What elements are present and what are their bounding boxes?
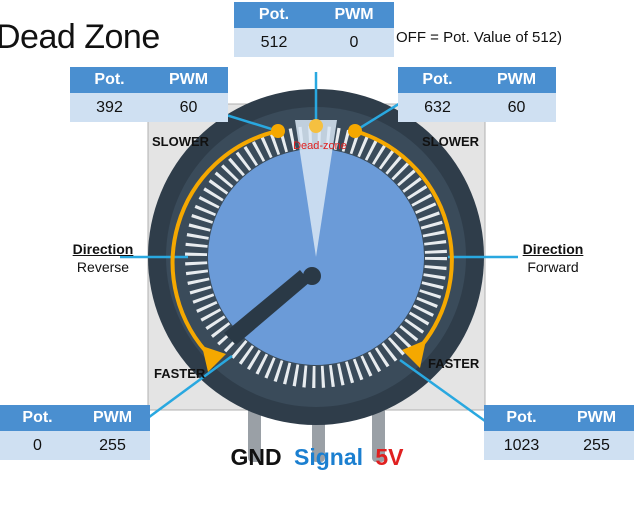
table-bottom-right: Pot. PWM 1023 255	[484, 405, 634, 460]
pin-label-gnd: GND	[230, 444, 282, 470]
cell-pwm: 255	[75, 431, 150, 460]
page-title: Dead Zone	[0, 18, 160, 56]
pin-gnd	[248, 400, 261, 462]
arrow-faster-left	[202, 346, 226, 372]
table-bottom-left: Pot. PWM 0 255	[0, 405, 150, 460]
col-pot: Pot.	[70, 67, 149, 93]
knurl-ticks	[185, 126, 447, 388]
label-slower-left: SLOWER	[152, 134, 210, 149]
label-faster-right: FASTER	[428, 356, 480, 371]
marker-512	[309, 119, 323, 133]
marker-392	[271, 124, 285, 138]
rotation-arcs	[170, 129, 454, 360]
pin-5v	[372, 400, 385, 462]
off-note: OFF = Pot. Value of 512)	[396, 29, 563, 46]
col-pot: Pot.	[398, 67, 477, 93]
marker-632	[348, 124, 362, 138]
col-pwm: PWM	[477, 67, 556, 93]
cell-pwm: 60	[477, 93, 556, 122]
col-pot: Pot.	[234, 2, 314, 28]
col-pwm: PWM	[559, 405, 634, 431]
cell-pot: 1023	[484, 431, 559, 460]
direction-heading: Direction	[72, 241, 134, 257]
col-pwm: PWM	[149, 67, 228, 93]
cell-pot: 0	[0, 431, 75, 460]
direction-value: Forward	[527, 259, 579, 275]
table-top-left: Pot. PWM 392 60	[70, 67, 228, 122]
col-pot: Pot.	[484, 405, 559, 431]
direction-reverse: Direction Reverse	[58, 240, 148, 276]
arrow-faster-right	[402, 340, 426, 368]
cell-pot: 392	[70, 93, 149, 122]
cell-pot: 632	[398, 93, 477, 122]
pin-label-signal: Signal	[293, 444, 363, 470]
table-top-right: Pot. PWM 632 60	[398, 67, 556, 122]
label-slower-right: SLOWER	[422, 134, 480, 149]
cell-pot: 512	[234, 28, 314, 57]
pin-label-5v: 5V	[375, 444, 404, 470]
col-pot: Pot.	[0, 405, 75, 431]
col-pwm: PWM	[75, 405, 150, 431]
direction-heading: Direction	[522, 241, 584, 257]
label-dead-zone: Dead-zone	[293, 140, 347, 152]
direction-value: Reverse	[76, 259, 130, 275]
dead-zone-wedge	[295, 120, 337, 257]
col-pwm: PWM	[314, 2, 394, 28]
cell-pwm: 0	[314, 28, 394, 57]
cell-pwm: 255	[559, 431, 634, 460]
table-top: Pot. PWM 512 0	[234, 2, 394, 57]
label-faster-left: FASTER	[154, 366, 206, 381]
knob-pointer	[224, 270, 310, 345]
pin-labels: GND Signal 5V	[0, 444, 634, 471]
cell-pwm: 60	[149, 93, 228, 122]
direction-forward: Direction Forward	[508, 240, 598, 276]
